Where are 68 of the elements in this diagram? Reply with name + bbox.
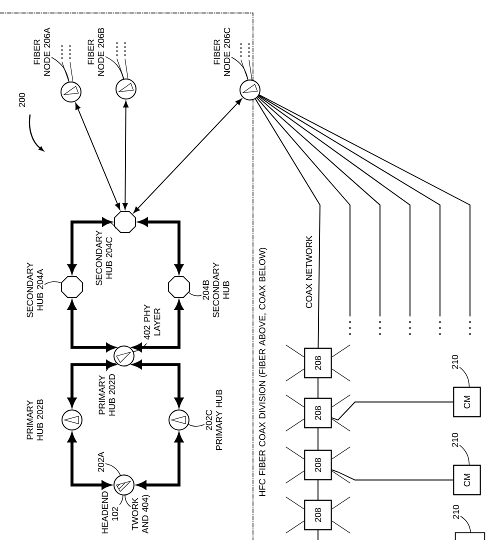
leader-line <box>105 56 124 80</box>
amplifier-symbol <box>168 410 190 430</box>
amplifier-symbol <box>62 410 82 430</box>
ring-link <box>68 434 110 490</box>
leader-line <box>107 221 116 229</box>
coax-line <box>257 96 380 316</box>
leader-line <box>459 366 470 388</box>
ring-link <box>138 218 184 274</box>
callout-label: 402 PHY LAYER <box>144 304 160 340</box>
callout-label: PRIMARY HUB 202B <box>26 399 44 440</box>
leader-line <box>188 424 205 427</box>
ring-link <box>133 300 184 352</box>
amplifier-symbol <box>114 474 134 496</box>
coax-line <box>256 97 350 316</box>
leader-line <box>460 516 471 533</box>
leader-line <box>188 292 202 296</box>
callout-label: 210 <box>452 433 458 447</box>
ring-link <box>68 360 115 406</box>
amplifier-symbol <box>60 45 82 102</box>
amplifier-symbol <box>114 346 134 366</box>
callout-label: 204B SECONDARY HUB <box>202 262 230 318</box>
hub-symbol <box>114 211 136 233</box>
callout-label: SECONDARY HUB 204A <box>26 262 44 318</box>
callout-label: HEADEND 102 <box>102 491 118 534</box>
fiber-link <box>133 98 242 214</box>
leader-line <box>133 343 147 352</box>
amplifier-symbol <box>116 42 136 100</box>
callout-label: 210 <box>452 505 460 519</box>
network-label: COAX NETWORK <box>306 236 312 308</box>
leader-line <box>106 362 116 372</box>
leader-line <box>119 495 124 505</box>
coax-line <box>254 98 320 348</box>
leader-line <box>231 56 248 80</box>
callout-label: FIBER NODE 206A <box>34 28 50 76</box>
callout-label: 210 <box>452 355 458 369</box>
callout-label: 202C PRIMARY HUB <box>206 390 222 450</box>
ring-link <box>133 360 184 406</box>
callout-label: FIBER NODE 206B <box>88 28 104 76</box>
callout-label: TWORK AND 404) <box>132 495 150 534</box>
modem-box: CM <box>453 386 481 418</box>
hub-symbol <box>168 276 190 298</box>
figure-number: 200 <box>18 93 26 107</box>
tap-box: 208 <box>286 344 350 382</box>
callout-label: SECONDARY HUB 204C <box>96 230 112 286</box>
callout-label: 202A <box>98 452 104 472</box>
ring-link <box>68 300 115 352</box>
leader-line <box>105 463 121 476</box>
fiber-link <box>75 102 120 210</box>
leader-line <box>459 444 470 466</box>
tap-box: 208 <box>286 496 350 534</box>
ring-link <box>68 218 112 274</box>
modem-box <box>454 532 486 540</box>
fiber-link <box>122 100 129 210</box>
coax-line <box>258 96 410 316</box>
modem-box: CM <box>453 464 481 496</box>
leader-line <box>44 281 62 285</box>
tap-box: 208 <box>286 394 350 432</box>
leader-line <box>51 57 70 82</box>
coax-line <box>331 469 454 480</box>
hub-symbol <box>61 276 83 298</box>
division-label: HFC FIBER COAX DIVISION (FIBER ABOVE, COAX BELOW) <box>258 248 268 496</box>
callout-label: PRIMARY HUB 202D <box>98 374 116 416</box>
leader-line <box>124 495 131 507</box>
callout-label: FIBER NODE 206C <box>214 28 230 76</box>
ring-link <box>137 434 184 490</box>
coax-line <box>331 402 454 421</box>
tap-box: 208 <box>286 446 350 484</box>
amplifier-symbol <box>240 43 260 100</box>
